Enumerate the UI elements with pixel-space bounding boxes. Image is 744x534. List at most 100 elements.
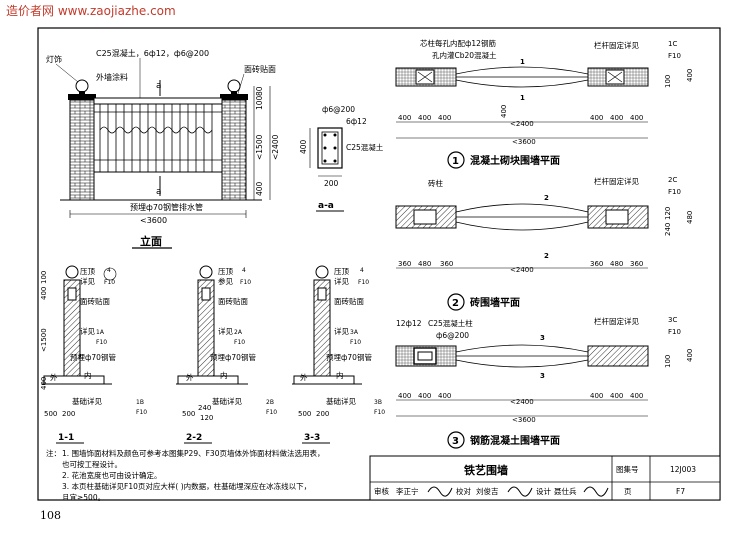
svg-text:3: 3	[540, 334, 545, 342]
elevation-view: a a <3600 80 100 <1500 <2400 400 灯饰 C25混…	[46, 48, 280, 249]
svg-text:校对: 校对	[456, 486, 471, 496]
section-3-3: 压顶 详见 4 F10 面砖贴面 详见 3A F10 预埋ф70钢管 内 外 基…	[292, 265, 385, 444]
aa-dim-w: 200	[324, 179, 339, 188]
svg-text:F10: F10	[358, 279, 369, 286]
svg-text:压顶: 压顶	[218, 267, 233, 276]
svg-text:详见: 详见	[334, 326, 349, 336]
svg-text:1: 1	[520, 94, 525, 102]
svg-text:2B: 2B	[266, 399, 274, 406]
svg-text:360: 360	[590, 260, 603, 268]
svg-text:480: 480	[686, 211, 694, 224]
svg-text:详见: 详见	[334, 276, 349, 286]
svg-text:400: 400	[438, 114, 451, 122]
plan1-note2: 孔内灌Cb20混凝土	[432, 50, 497, 60]
svg-text:预埋ф70钢管: 预埋ф70钢管	[326, 352, 372, 362]
svg-text:500: 500	[44, 410, 57, 418]
plan2-title: 砖围墙平面	[470, 296, 520, 309]
svg-text:设计: 设计	[536, 486, 551, 496]
svg-text:240: 240	[198, 404, 211, 412]
svg-text:3C: 3C	[668, 316, 677, 324]
svg-text:120: 120	[200, 414, 213, 422]
sheet-page: F7	[676, 487, 685, 496]
svg-text:480: 480	[610, 260, 623, 268]
aa-title: a-a	[318, 201, 334, 211]
s1-brick: 面砖贴面	[80, 296, 110, 306]
elev-dim-100: 100	[255, 95, 264, 110]
svg-text:3: 3	[540, 372, 545, 380]
svg-text:400: 400	[630, 114, 643, 122]
svg-text:240: 240	[664, 223, 672, 236]
label-paint: 外墙涂料	[96, 72, 128, 82]
label-coping: C25混凝土，6ф12，ф6@200	[96, 48, 209, 58]
svg-text:<1500: <1500	[40, 328, 48, 352]
svg-text:4: 4	[242, 267, 246, 274]
elev-dim-2400: <2400	[271, 134, 280, 160]
svg-text:3. 本页柱基础详见F10页对应大样( )内数据，柱基础埋深: 3. 本页柱基础详见F10页对应大样( )内数据，柱基础埋深应在冰冻线以下，	[62, 481, 311, 491]
atlas-number: 12J003	[670, 465, 696, 474]
plan3-note3: ф6@200	[436, 331, 469, 340]
svg-text:400: 400	[686, 69, 694, 82]
svg-text:面砖贴面: 面砖贴面	[218, 296, 248, 306]
svg-text:400: 400	[418, 392, 431, 400]
plan3-note1: 12ф12	[396, 319, 422, 328]
svg-text:360: 360	[440, 260, 453, 268]
svg-text:2C: 2C	[668, 176, 677, 184]
svg-text:360: 360	[630, 260, 643, 268]
svg-text:500: 500	[182, 410, 195, 418]
svg-text:400: 400	[500, 105, 508, 118]
svg-text:360: 360	[398, 260, 411, 268]
svg-text:3: 3	[452, 436, 459, 447]
svg-text:<2400: <2400	[510, 398, 534, 406]
svg-text:F10: F10	[350, 339, 361, 346]
watermark: 造价者网 www.zaojiazhe.com	[6, 4, 176, 18]
svg-text:详见: 详见	[218, 326, 233, 336]
plan3-title: 钢筋混凝土围墙平面	[470, 434, 560, 447]
svg-text:1A: 1A	[96, 329, 105, 336]
svg-text:1: 1	[452, 156, 459, 167]
svg-text:页: 页	[624, 487, 632, 496]
svg-text:100: 100	[664, 75, 672, 88]
svg-text:图集号: 图集号	[616, 464, 639, 474]
s1-ref-label: 详见	[80, 326, 95, 336]
svg-text:400: 400	[438, 392, 451, 400]
svg-text:500: 500	[298, 410, 311, 418]
svg-text:F10: F10	[266, 409, 277, 416]
elev-dim-400: 400	[255, 181, 264, 196]
svg-text:F10: F10	[96, 339, 107, 346]
section-2-2: 压顶 参见 4 F10 面砖贴面 详见 2A F10 预埋ф70钢管 内 外 基…	[176, 265, 277, 444]
aa-dim-h: 400	[299, 139, 308, 154]
aa-rebar-stirrup: ф6@200	[322, 105, 355, 114]
svg-text:预埋ф70钢管: 预埋ф70钢管	[210, 352, 256, 362]
signature-reviewer	[427, 486, 453, 497]
page-number: 108	[40, 509, 61, 522]
svg-text:3A: 3A	[350, 329, 359, 336]
title-block: 铁艺围墙 图集号 12J003 页 F7 审核 李正宁 校对 刘俊吉 设计 聂仕…	[369, 455, 721, 501]
svg-text:<3600: <3600	[512, 416, 536, 424]
svg-text:400: 400	[398, 114, 411, 122]
sheet-title: 铁艺围墙	[464, 463, 508, 477]
svg-text:200: 200	[316, 410, 329, 418]
svg-text:F10: F10	[240, 279, 251, 286]
svg-text:4: 4	[360, 267, 364, 274]
svg-text:400: 400	[590, 114, 603, 122]
svg-text:2: 2	[544, 194, 549, 202]
s1-title: 1-1	[58, 433, 74, 443]
plan-1: 1 1 芯柱每孔内配ф12钢筋 孔内灌Cb20混凝土 栏杆固定详见 1C F10…	[395, 38, 694, 169]
svg-text:2: 2	[544, 252, 549, 260]
svg-text:F10: F10	[374, 409, 385, 416]
svg-text:基础详见: 基础详见	[212, 396, 242, 406]
plan3-rail: 栏杆固定详见	[594, 316, 639, 326]
svg-text:刘俊吉: 刘俊吉	[476, 486, 499, 496]
elev-dim-1500: <1500	[255, 134, 264, 160]
svg-text:100: 100	[664, 355, 672, 368]
svg-text:2-2: 2-2	[186, 433, 202, 443]
s1-detail: 详见	[80, 276, 95, 286]
label-drain-pipe: 预埋ф70钢管排水管	[130, 202, 203, 212]
svg-text:且宜≥500。: 且宜≥500。	[62, 492, 105, 502]
notes: 注： 1. 围墙饰面材料及颜色可参考本图集P29、F30页墙体外饰面材料做法选用…	[46, 448, 324, 502]
plan-3: 3 3 12ф12 C25混凝土柱 ф6@200 栏杆固定详见 3C F10 1…	[395, 316, 694, 449]
elevation-title: 立面	[140, 234, 162, 248]
plan1-rail: 栏杆固定详见	[594, 40, 639, 50]
svg-text:2A: 2A	[234, 329, 243, 336]
svg-text:1: 1	[520, 58, 525, 66]
